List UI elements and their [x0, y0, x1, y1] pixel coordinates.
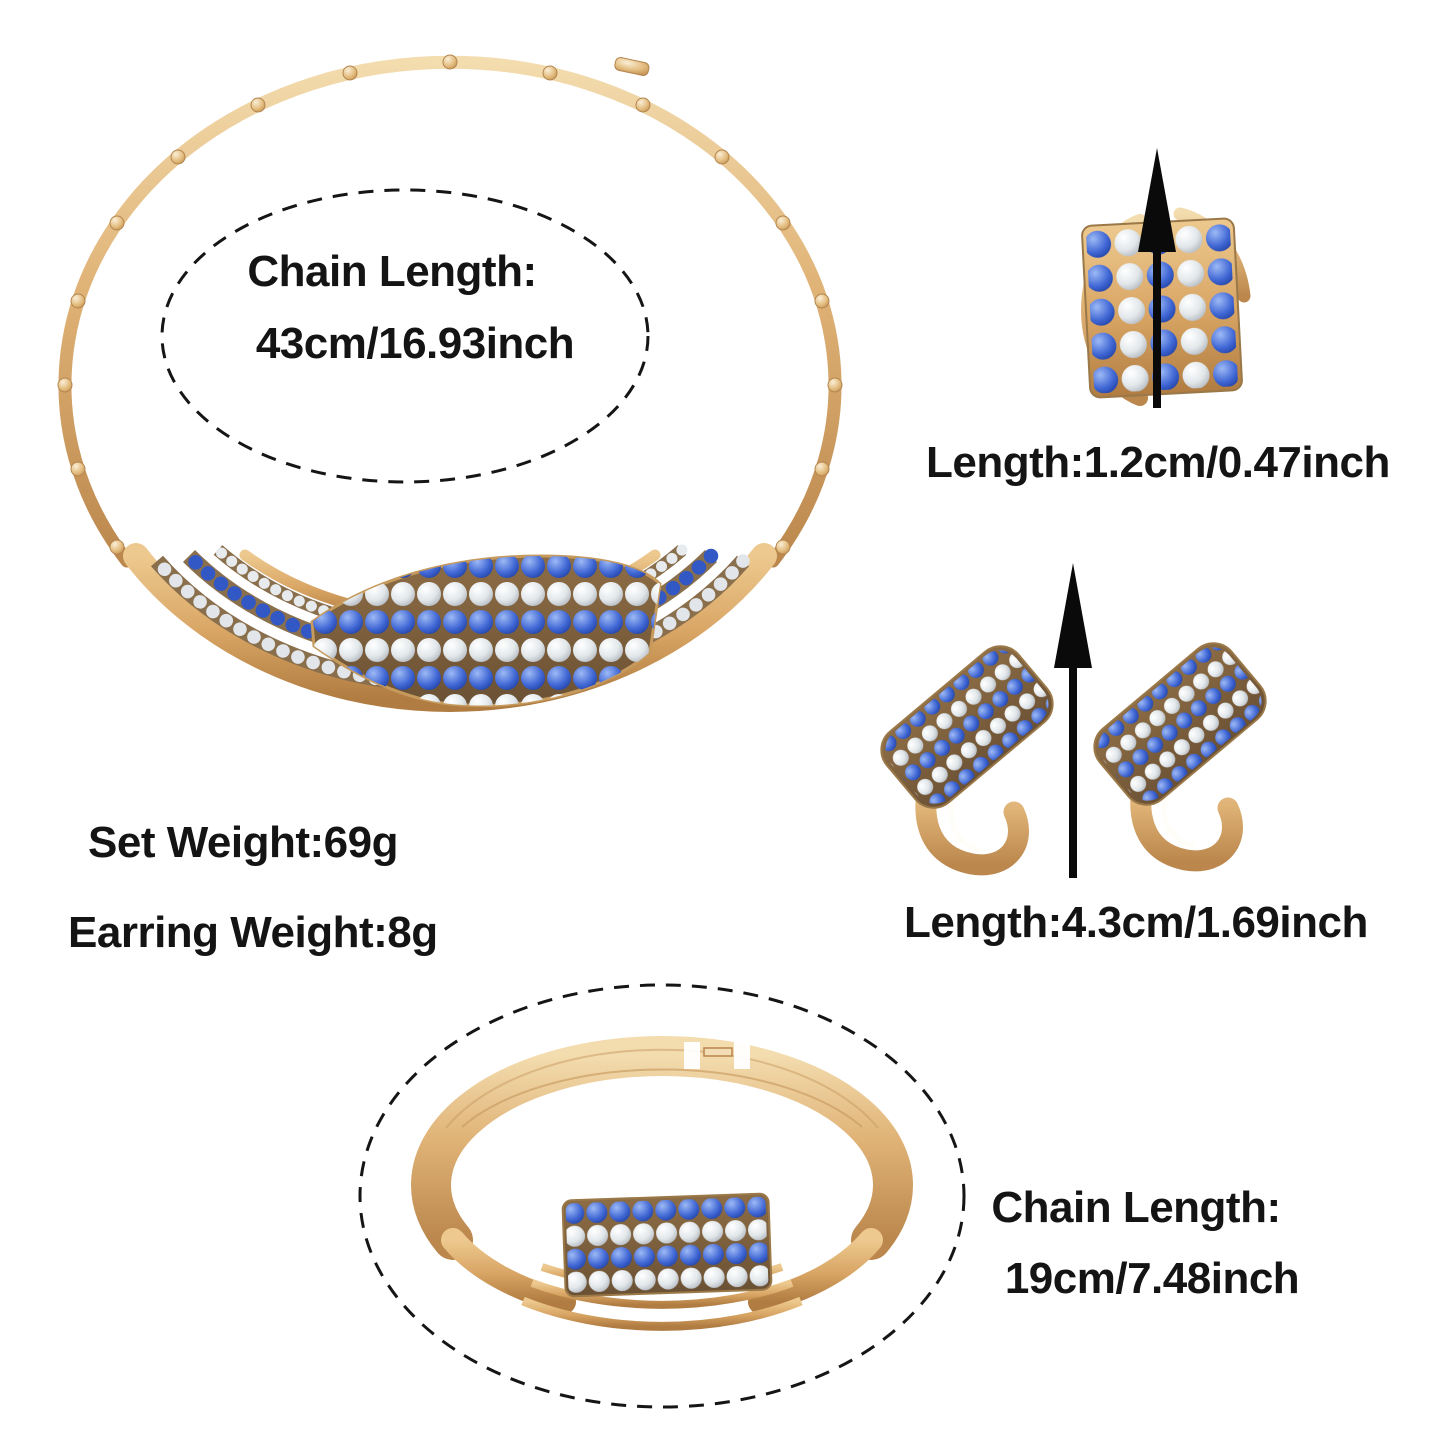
bracelet-center-plate	[561, 1192, 773, 1298]
earrings-length-arrow-icon	[1054, 563, 1092, 878]
ring-length-label: Length:1.2cm/0.47inch	[926, 438, 1390, 487]
earrings-photo	[880, 642, 1267, 876]
necklace-chain-length-value: 43cm/16.93inch	[255, 319, 575, 368]
set-weight-label: Set Weight:69g	[88, 818, 399, 867]
earrings-length-label: Length:4.3cm/1.69inch	[904, 898, 1368, 947]
ring-photo	[1081, 207, 1251, 406]
necklace-photo	[57, 54, 843, 712]
necklace-chain-length-title: Chain Length:	[247, 247, 537, 296]
earring-right-plate	[1093, 642, 1267, 806]
necklace-dashed-ellipse	[160, 188, 650, 484]
bracelet-photo	[411, 1036, 913, 1331]
necklace-chain-joints	[57, 54, 843, 555]
bracelet-chain-length-title: Chain Length:	[991, 1183, 1281, 1232]
bracelet-dashed-ellipse	[358, 983, 966, 1409]
earring-left-plate	[880, 645, 1054, 809]
bracelet-chain-length-value: 19cm/7.48inch	[1004, 1254, 1300, 1303]
earring-weight-label: Earring Weight:8g	[68, 908, 438, 957]
ring-length-arrow-icon	[1138, 148, 1176, 408]
necklace-center-plaque	[310, 554, 662, 708]
